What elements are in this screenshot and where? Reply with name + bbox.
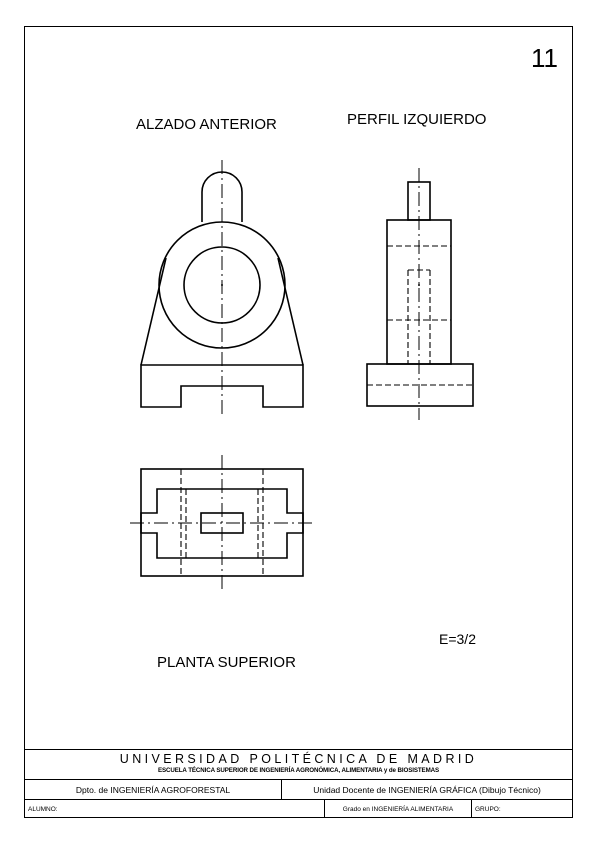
student-field: ALUMNO: — [25, 800, 325, 818]
group-field: GRUPO: — [475, 805, 501, 813]
sheet-number: 11 — [531, 43, 558, 73]
scale-label: E=3/2 — [439, 631, 476, 647]
title-block-student-row: ALUMNO: Grado en INGENIERÍA ALIMENTARIA … — [25, 799, 572, 818]
department-name: Dpto. de INGENIERÍA AGROFORESTAL — [25, 780, 282, 799]
top-view-hidden — [180, 469, 264, 576]
school-name: ESCUELA TÉCNICA SUPERIOR DE INGENIERÍA A… — [157, 767, 440, 774]
degree-name: Grado en INGENIERÍA ALIMENTARIA — [325, 800, 472, 818]
drawing-sheet: 11 ALZADO ANTERIOR PERFIL IZQUIERDO PLAN… — [24, 26, 573, 818]
title-block-university: UNIVERSIDAD POLITÉCNICA DE MADRID ESCUEL… — [25, 749, 572, 779]
university-name: UNIVERSIDAD POLITÉCNICA DE MADRID — [119, 752, 478, 766]
front-view-label: ALZADO ANTERIOR — [136, 116, 277, 133]
teaching-unit: Unidad Docente de INGENIERÍA GRÁFICA (Di… — [313, 784, 541, 795]
top-view-label: PLANTA SUPERIOR — [157, 654, 296, 671]
front-center-dot — [221, 284, 223, 286]
title-block-department-row: Dpto. de INGENIERÍA AGROFORESTAL Unidad … — [25, 779, 572, 799]
side-center-dot — [418, 284, 420, 286]
side-view-label: PERFIL IZQUIERDO — [347, 111, 487, 128]
top-view-centerlines — [130, 455, 314, 590]
